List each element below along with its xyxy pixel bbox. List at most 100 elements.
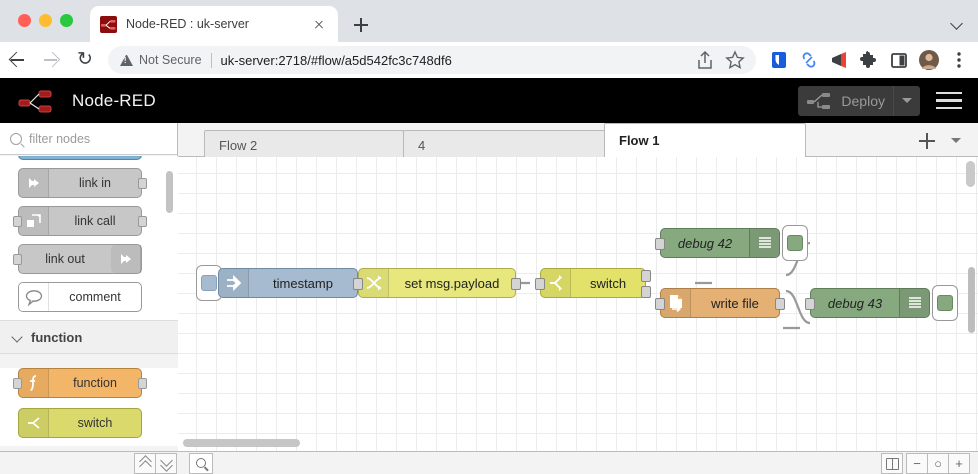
debug-43-toggle-button[interactable] xyxy=(932,285,958,321)
flow-node-label: switch xyxy=(589,275,627,291)
palette-node-function[interactable]: function xyxy=(13,368,147,398)
filter-nodes-input[interactable]: filter nodes xyxy=(0,123,177,155)
collapse-down-icon[interactable] xyxy=(155,452,177,474)
megaphone-icon[interactable] xyxy=(824,45,854,75)
output-port[interactable] xyxy=(775,298,785,310)
deploy-label: Deploy xyxy=(841,92,885,109)
kebab-menu-icon[interactable] xyxy=(944,45,974,75)
node-palette: filter nodes link in xyxy=(0,123,178,451)
browser-tab-strip: Node-RED : uk-server xyxy=(0,0,978,42)
input-port[interactable] xyxy=(13,216,22,227)
palette-scroll-container[interactable]: link in link call xyxy=(0,156,178,451)
output-port[interactable] xyxy=(511,278,521,290)
browser-extension-icons xyxy=(764,45,978,75)
input-port[interactable] xyxy=(805,298,815,310)
flow-node-debug-42[interactable]: debug 42 xyxy=(655,228,780,258)
browser-tab-title: Node-RED : uk-server xyxy=(126,17,249,31)
input-port[interactable] xyxy=(655,298,665,310)
input-port[interactable] xyxy=(13,378,22,389)
collapse-up-icon[interactable] xyxy=(134,452,156,474)
navigator-book-icon[interactable] xyxy=(881,452,903,474)
extensions-puzzle-icon[interactable] xyxy=(854,45,884,75)
palette-node-clipped-top[interactable] xyxy=(18,156,142,160)
flow-tab-bar: Flow 2 4 Flow 1 xyxy=(178,123,978,160)
divider xyxy=(210,52,212,68)
zoom-in-button[interactable]: + xyxy=(948,452,970,474)
flow-node-label: write file xyxy=(711,295,759,311)
horizontal-scrollbar[interactable] xyxy=(183,439,300,447)
link-out-icon xyxy=(111,245,141,273)
close-icon[interactable] xyxy=(310,15,328,33)
flow-node-switch[interactable]: switch xyxy=(535,268,651,298)
search-flows-icon[interactable] xyxy=(189,452,213,474)
zoom-reset-button[interactable]: ○ xyxy=(927,452,949,474)
node-red-logo xyxy=(18,88,64,114)
vertical-scrollbar-top[interactable] xyxy=(966,161,975,187)
palette-node-comment[interactable]: comment xyxy=(18,282,142,312)
chevron-down-icon[interactable] xyxy=(894,86,920,116)
switch-branch-icon xyxy=(541,269,571,297)
flow-tab-actions xyxy=(912,128,978,154)
bitwarden-icon[interactable] xyxy=(764,45,794,75)
arrow-right-icon[interactable] xyxy=(34,43,68,77)
flow-node-change[interactable]: set msg.payload xyxy=(353,268,521,298)
flow-node-debug-43[interactable]: debug 43 xyxy=(805,288,930,318)
output-port[interactable] xyxy=(138,178,147,189)
flow-tab-flow-1[interactable]: Flow 1 xyxy=(604,123,806,157)
flow-tab-4[interactable]: 4 xyxy=(403,130,605,160)
palette-node-label: function xyxy=(73,376,117,390)
app-title: Node-RED xyxy=(72,90,156,110)
deploy-icon xyxy=(807,91,833,111)
add-tab-icon[interactable] xyxy=(912,128,942,154)
input-port[interactable] xyxy=(13,254,22,265)
palette-node-label: link out xyxy=(45,252,85,266)
tab-list-chevron-icon[interactable] xyxy=(942,128,970,154)
input-port[interactable] xyxy=(535,278,545,290)
palette-node-link-out[interactable]: link out xyxy=(13,244,142,274)
link-icon[interactable] xyxy=(794,45,824,75)
maximize-window-button[interactable] xyxy=(60,14,73,27)
new-tab-icon[interactable] xyxy=(348,12,374,38)
output-port-1[interactable] xyxy=(641,270,651,282)
chevron-down-icon[interactable] xyxy=(952,18,964,30)
flow-canvas[interactable]: timestamp set msg.payload xyxy=(178,157,978,451)
share-icon[interactable] xyxy=(690,45,720,75)
palette-node-switch[interactable]: switch xyxy=(18,408,142,438)
palette-node-label: link in xyxy=(79,176,111,190)
palette-scrollbar[interactable] xyxy=(166,171,173,213)
flow-node-inject[interactable]: timestamp xyxy=(218,268,363,298)
output-port[interactable] xyxy=(138,378,147,389)
palette-category-function[interactable]: function xyxy=(0,320,178,354)
flow-node-label: timestamp xyxy=(273,275,333,291)
browser-tab[interactable]: Node-RED : uk-server xyxy=(90,6,338,42)
flow-tab-flow-2[interactable]: Flow 2 xyxy=(204,130,404,160)
flow-tab-label: Flow 2 xyxy=(219,138,258,153)
flow-node-label: set msg.payload xyxy=(404,275,500,291)
hamburger-menu-icon[interactable] xyxy=(936,91,962,111)
side-panel-icon[interactable] xyxy=(884,45,914,75)
flow-node-write-file[interactable]: write file xyxy=(655,288,785,318)
nodered-header: Node-RED Deploy xyxy=(0,78,978,123)
debug-42-toggle-button[interactable] xyxy=(782,225,808,261)
input-port[interactable] xyxy=(655,238,665,250)
close-window-button[interactable] xyxy=(18,14,31,27)
input-port[interactable] xyxy=(353,278,363,290)
divider xyxy=(893,85,894,116)
arrow-left-icon[interactable] xyxy=(0,43,34,77)
deploy-button[interactable]: Deploy xyxy=(798,85,920,116)
zoom-out-button[interactable]: − xyxy=(906,452,928,474)
reload-icon[interactable]: ↻ xyxy=(77,49,93,70)
browser-navigation-bar: ↻ Not Secure uk-server:2718/#flow/a5d542… xyxy=(0,42,978,78)
filter-placeholder: filter nodes xyxy=(29,131,91,146)
palette-node-link-in[interactable]: link in xyxy=(18,168,147,198)
profile-avatar[interactable] xyxy=(914,45,944,75)
vertical-scrollbar[interactable] xyxy=(968,267,975,333)
window-controls[interactable] xyxy=(18,14,73,27)
output-port[interactable] xyxy=(138,216,147,227)
address-bar[interactable]: Not Secure uk-server:2718/#flow/a5d542fc… xyxy=(108,46,756,74)
output-port-2[interactable] xyxy=(641,286,651,298)
palette-node-link-call[interactable]: link call xyxy=(13,206,147,236)
link-call-icon xyxy=(19,207,49,235)
bookmark-star-icon[interactable] xyxy=(720,45,750,75)
minimize-window-button[interactable] xyxy=(39,14,52,27)
